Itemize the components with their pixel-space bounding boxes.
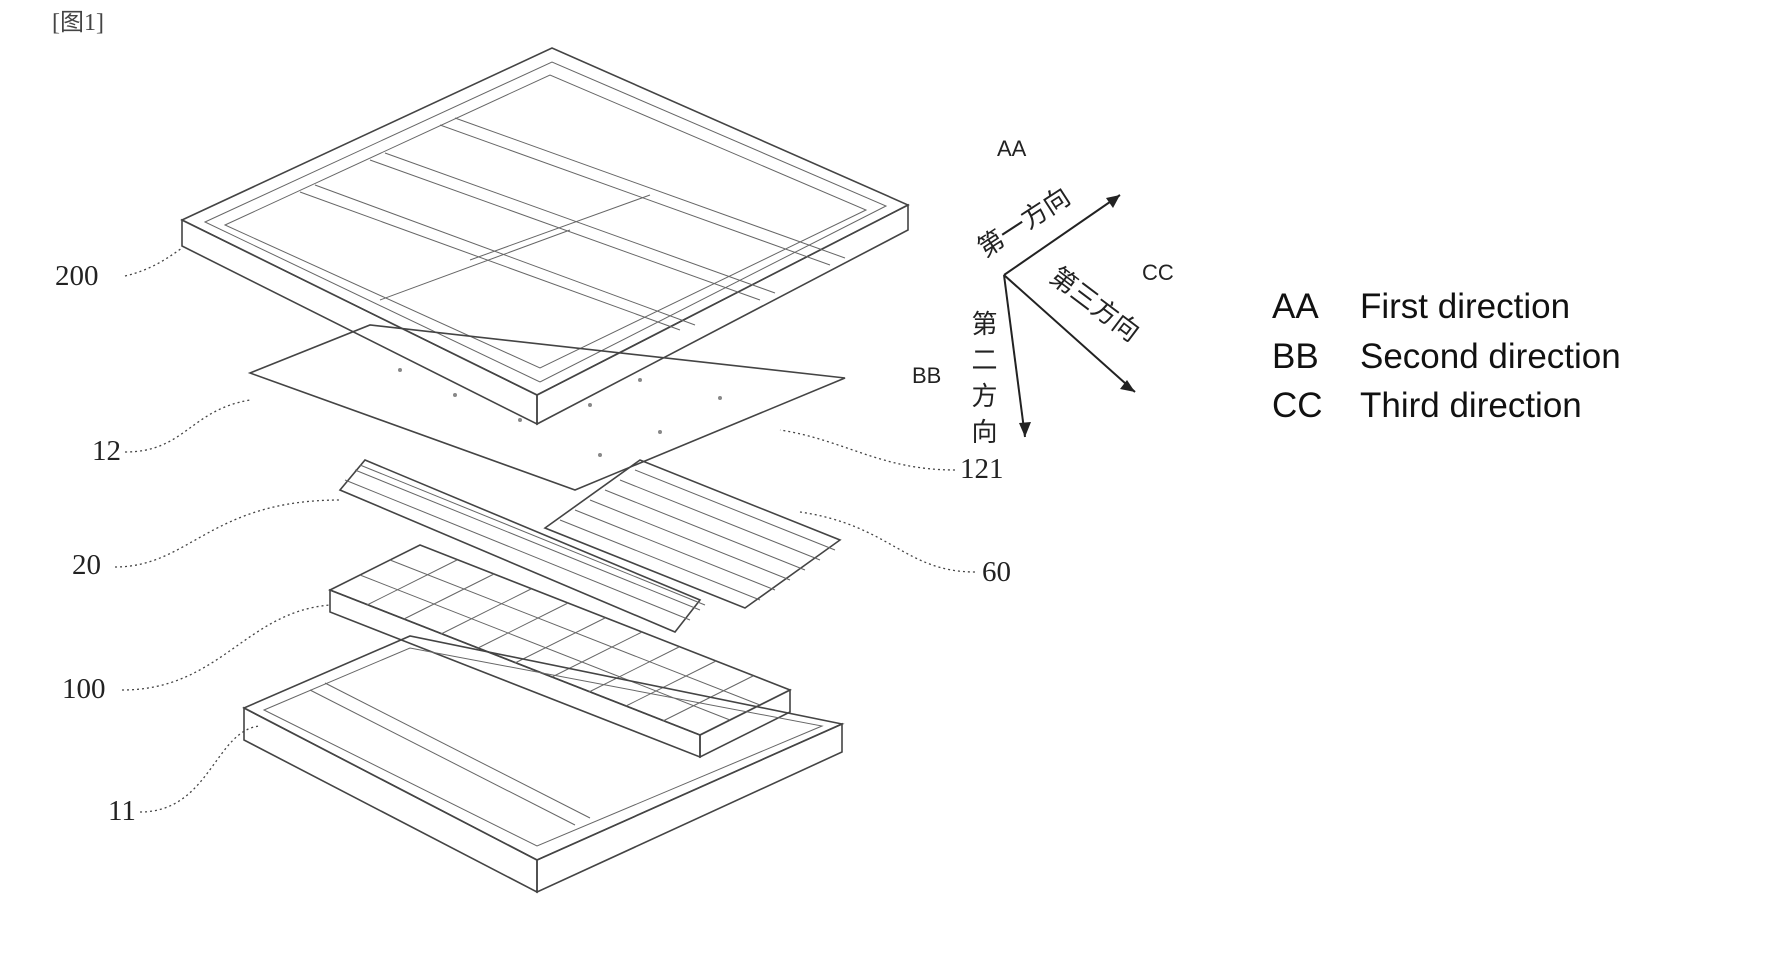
leader-100	[122, 605, 330, 690]
leader-11	[140, 726, 260, 812]
third-direction-cn: 第三方向	[1044, 262, 1145, 349]
second-direction-cn: 第二方向	[967, 310, 997, 454]
legend-text-aa: First direction	[1360, 287, 1570, 326]
label-20: 20	[72, 549, 101, 581]
label-12: 12	[92, 435, 121, 467]
leader-60	[800, 512, 975, 572]
legend-code-aa: AA	[1272, 287, 1319, 326]
axis-tag-aa: AA	[997, 136, 1027, 161]
legend-code-bb: BB	[1272, 337, 1319, 376]
leader-20	[115, 500, 340, 567]
plate-12	[250, 325, 845, 490]
rail-stack-20	[340, 460, 840, 632]
label-100: 100	[62, 673, 106, 705]
legend: AA First direction BB Second direction C…	[1272, 287, 1621, 425]
legend-code-cc: CC	[1272, 386, 1323, 425]
leader-12	[125, 400, 250, 452]
legend-text-bb: Second direction	[1360, 337, 1621, 376]
top-frame-200	[182, 48, 908, 424]
axis-tag-cc: CC	[1142, 260, 1174, 285]
label-60: 60	[982, 556, 1011, 588]
leader-200	[125, 248, 182, 276]
cell-array-100	[330, 545, 790, 757]
legend-text-cc: Third direction	[1360, 386, 1582, 425]
first-direction-cn: 第一方向	[972, 182, 1076, 264]
label-200: 200	[55, 260, 99, 292]
leader-121	[780, 430, 955, 470]
axis-tag-bb: BB	[912, 363, 941, 388]
label-11: 11	[108, 795, 136, 827]
figure-title: [图1]	[52, 10, 104, 36]
label-121: 121	[960, 453, 1004, 485]
